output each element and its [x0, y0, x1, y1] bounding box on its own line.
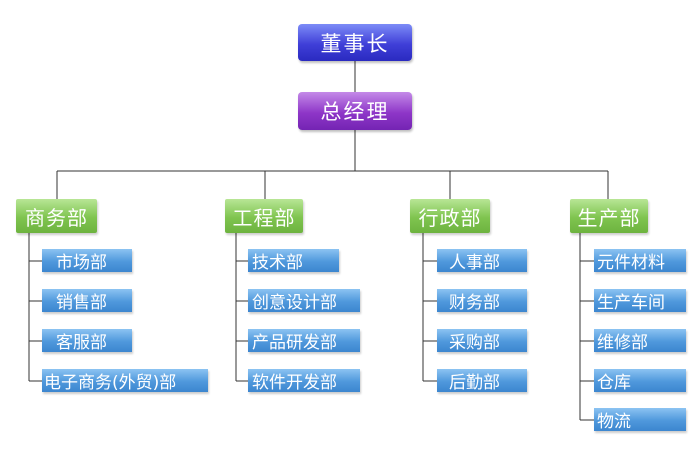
- sub-node-workshop: 生产车间: [594, 289, 686, 313]
- sub-node-sales: 销售部: [42, 289, 132, 313]
- sub-node-shipping: 物流: [594, 408, 686, 432]
- sub-node-materials: 元件材料: [594, 249, 686, 273]
- sub-node-hr: 人事部: [437, 249, 527, 273]
- sub-node-product-rd: 产品研发部: [248, 329, 360, 353]
- sub-node-purchasing: 采购部: [437, 329, 527, 353]
- sub-node-finance: 财务部: [437, 289, 527, 313]
- sub-node-technology: 技术部: [248, 249, 339, 273]
- ceo-node: 董事长: [298, 24, 412, 61]
- sub-node-maintenance: 维修部: [594, 329, 686, 353]
- gm-node: 总经理: [298, 92, 412, 130]
- sub-node-ecommerce: 电子商务(外贸)部: [42, 369, 208, 393]
- sub-node-logistics-support: 后勤部: [437, 369, 527, 393]
- department-node-business: 商务部: [16, 199, 97, 233]
- department-node-production: 生产部: [570, 199, 648, 233]
- sub-node-software-dev: 软件开发部: [248, 369, 360, 393]
- department-node-engineering: 工程部: [225, 199, 303, 233]
- department-node-administration: 行政部: [410, 199, 490, 233]
- sub-node-customer-service: 客服部: [42, 329, 132, 353]
- sub-node-creative-design: 创意设计部: [248, 289, 360, 313]
- sub-node-market: 市场部: [42, 249, 132, 273]
- sub-node-warehouse: 仓库: [594, 369, 686, 393]
